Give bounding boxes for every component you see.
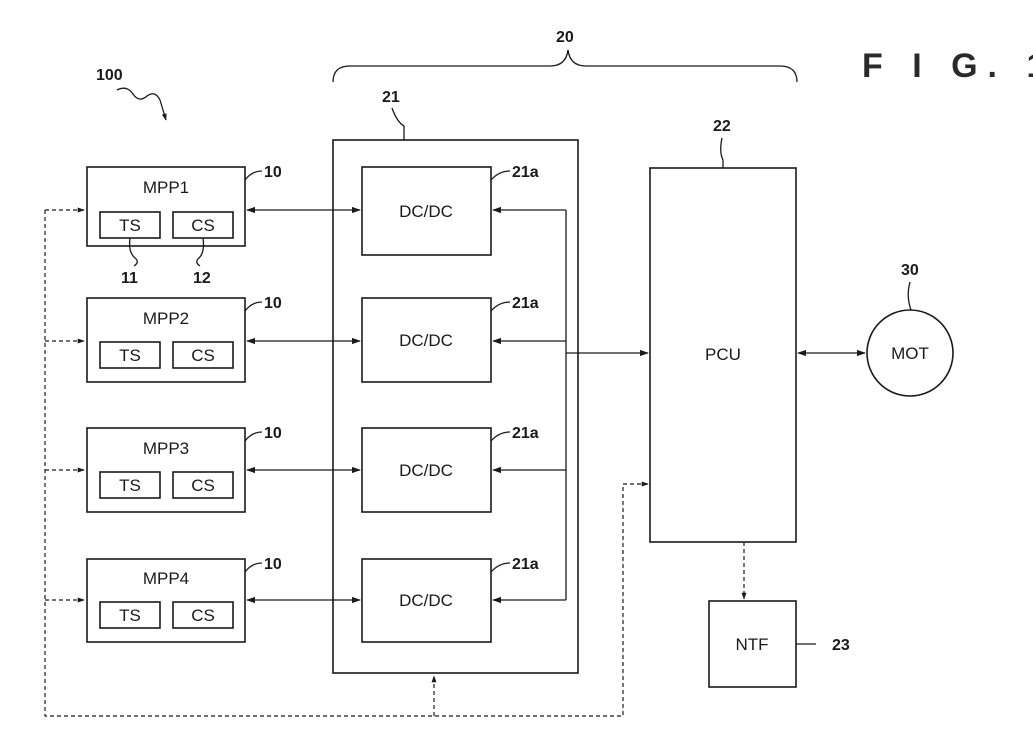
module-ref-leader [245, 432, 262, 441]
motor-ref: 30 [901, 262, 919, 279]
converter-block-leader [392, 108, 404, 140]
pcu-ref: 22 [713, 118, 731, 135]
cs-label: CS [191, 606, 215, 625]
pcu-ref-leader [721, 138, 723, 168]
module-ref: 10 [264, 556, 282, 573]
cs-label: CS [191, 216, 215, 235]
module-ref-leader [245, 171, 262, 180]
module-mpp3: MPP3 TS CS 10 [87, 425, 282, 512]
ntf-ref: 23 [832, 637, 850, 654]
module-mpp4: MPP4 TS CS 10 [87, 556, 282, 642]
module-mpp1: MPP1 TS CS 10 [87, 164, 282, 246]
ts-ref: 11 [121, 270, 138, 287]
system-leader-arrow [160, 100, 166, 120]
module-ref: 10 [264, 425, 282, 442]
pcu-label: PCU [705, 345, 741, 364]
module-ref: 10 [264, 295, 282, 312]
module-ref: 10 [264, 164, 282, 181]
converter-ref: 21a [512, 556, 539, 573]
ts-label: TS [119, 606, 141, 625]
module-mpp2: MPP2 TS CS 10 [87, 295, 282, 382]
module-label: MPP4 [143, 569, 189, 588]
group-brace [333, 50, 797, 82]
group-ref: 20 [556, 29, 574, 46]
converter-ref: 21a [512, 425, 539, 442]
motor-label: MOT [891, 344, 929, 363]
converter-ref: 21a [512, 295, 539, 312]
converter-ref: 21a [512, 164, 539, 181]
converter-label: DC/DC [399, 591, 453, 610]
cs-ref: 12 [193, 270, 211, 287]
converter-block-ref: 21 [382, 89, 400, 106]
module-ref-leader [245, 302, 262, 311]
cs-label: CS [191, 346, 215, 365]
module-ref-leader [245, 563, 262, 572]
module-label: MPP3 [143, 439, 189, 458]
ntf-label: NTF [735, 635, 768, 654]
system-leader [117, 88, 160, 100]
converter-label: DC/DC [399, 202, 453, 221]
motor: MOT [867, 310, 953, 396]
system-ref: 100 [96, 67, 123, 84]
module-label: MPP2 [143, 309, 189, 328]
pcu: PCU [650, 168, 796, 542]
ntf: NTF [709, 601, 796, 687]
ts-label: TS [119, 216, 141, 235]
figure-title: F I G. 1 [862, 47, 1033, 85]
ts-label: TS [119, 476, 141, 495]
converter-label: DC/DC [399, 461, 453, 480]
module-label: MPP1 [143, 178, 189, 197]
motor-ref-leader [908, 282, 911, 310]
cs-label: CS [191, 476, 215, 495]
ts-label: TS [119, 346, 141, 365]
converter-label: DC/DC [399, 331, 453, 350]
